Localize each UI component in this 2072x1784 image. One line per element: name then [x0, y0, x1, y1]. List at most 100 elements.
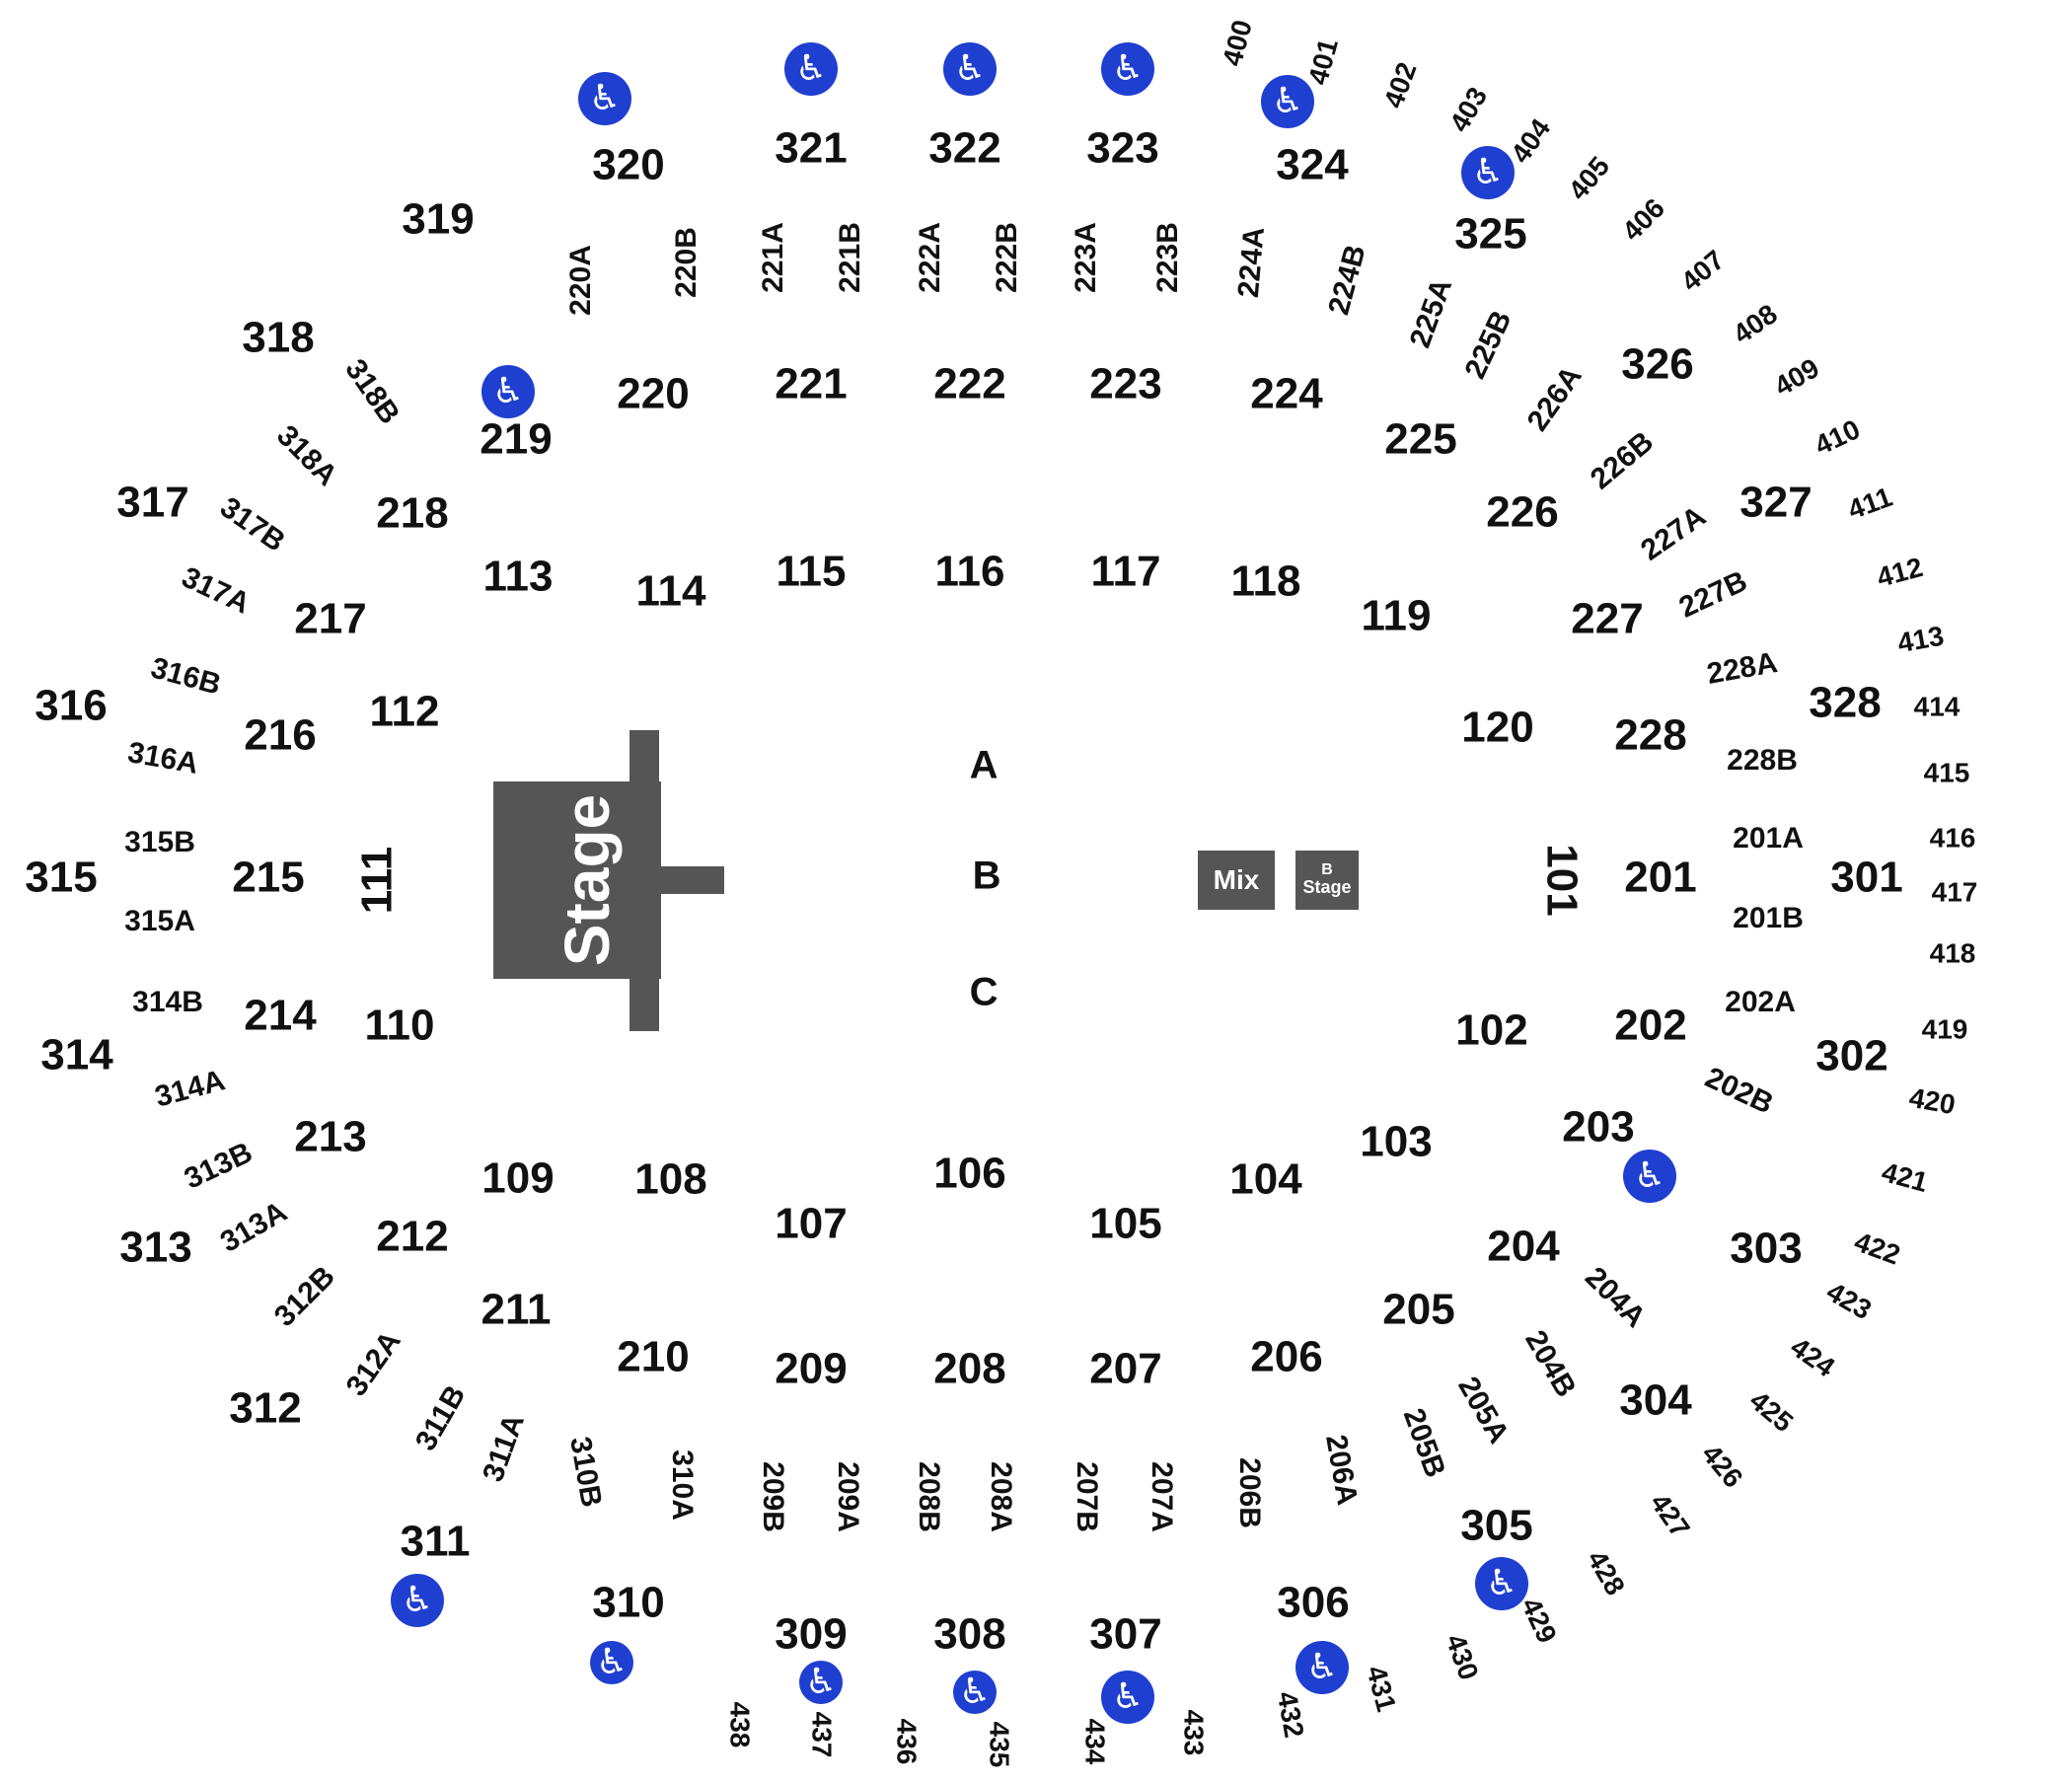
sub-section-201a[interactable]: 201A [1733, 822, 1804, 855]
section-407[interactable]: 407 [1675, 244, 1731, 297]
section-400[interactable]: 400 [1217, 17, 1258, 69]
section-406[interactable]: 406 [1616, 192, 1670, 247]
mix-position[interactable]: Mix [1198, 851, 1275, 910]
sub-section-226a[interactable]: 226A [1521, 360, 1589, 437]
section-110[interactable]: 110 [365, 1002, 435, 1050]
sub-section-316b[interactable]: 316B [148, 651, 225, 701]
section-303[interactable]: 303 [1730, 1225, 1802, 1273]
section-204[interactable]: 204 [1487, 1223, 1560, 1271]
section-436[interactable]: 436 [892, 1719, 923, 1765]
sub-section-221b[interactable]: 221B [834, 222, 866, 293]
section-306[interactable]: 306 [1277, 1579, 1349, 1627]
sub-section-227b[interactable]: 227B [1674, 564, 1752, 624]
section-304[interactable]: 304 [1619, 1376, 1692, 1425]
section-217[interactable]: 217 [294, 595, 366, 643]
sub-section-225a[interactable]: 225A [1404, 274, 1459, 352]
floor-row-c[interactable]: C [970, 971, 999, 1014]
section-430[interactable]: 430 [1440, 1630, 1484, 1684]
section-437[interactable]: 437 [807, 1712, 838, 1758]
sub-section-221a[interactable]: 221A [757, 222, 789, 293]
section-112[interactable]: 112 [370, 688, 440, 736]
section-225[interactable]: 225 [1384, 415, 1456, 464]
sub-section-315b[interactable]: 315B [124, 826, 195, 858]
section-222[interactable]: 222 [933, 360, 1005, 409]
section-425[interactable]: 425 [1743, 1384, 1799, 1438]
section-221[interactable]: 221 [775, 360, 847, 409]
section-102[interactable]: 102 [1455, 1006, 1527, 1055]
section-214[interactable]: 214 [244, 992, 317, 1040]
section-429[interactable]: 429 [1516, 1593, 1563, 1647]
sub-section-310a[interactable]: 310A [666, 1450, 699, 1521]
section-411[interactable]: 411 [1844, 482, 1896, 526]
section-109[interactable]: 109 [481, 1154, 554, 1203]
section-218[interactable]: 218 [376, 489, 448, 538]
section-310[interactable]: 310 [592, 1579, 664, 1627]
section-117[interactable]: 117 [1091, 548, 1161, 596]
section-431[interactable]: 431 [1361, 1663, 1402, 1715]
section-412[interactable]: 412 [1874, 552, 1926, 593]
section-118[interactable]: 118 [1231, 558, 1301, 606]
section-322[interactable]: 322 [928, 124, 1000, 173]
sub-section-316a[interactable]: 316A [125, 736, 200, 780]
stage[interactable]: Stage [493, 730, 724, 1031]
section-209[interactable]: 209 [775, 1345, 847, 1393]
sub-section-209a[interactable]: 209A [832, 1461, 864, 1532]
section-419[interactable]: 419 [1922, 1013, 1968, 1044]
section-414[interactable]: 414 [1914, 691, 1961, 721]
section-426[interactable]: 426 [1696, 1439, 1749, 1494]
sub-section-209b[interactable]: 209B [757, 1461, 789, 1532]
sub-section-204a[interactable]: 204A [1579, 1261, 1652, 1334]
sub-section-224a[interactable]: 224A [1232, 226, 1271, 299]
section-216[interactable]: 216 [244, 711, 316, 760]
section-224[interactable]: 224 [1250, 370, 1323, 418]
section-212[interactable]: 212 [376, 1213, 448, 1261]
section-432[interactable]: 432 [1272, 1689, 1310, 1740]
section-206[interactable]: 206 [1250, 1333, 1322, 1381]
section-116[interactable]: 116 [935, 548, 1005, 596]
sub-section-313b[interactable]: 313B [180, 1136, 258, 1195]
section-227[interactable]: 227 [1571, 595, 1643, 643]
section-435[interactable]: 435 [985, 1722, 1015, 1768]
section-106[interactable]: 106 [933, 1150, 1005, 1198]
sub-section-312a[interactable]: 312A [340, 1325, 407, 1402]
section-305[interactable]: 305 [1460, 1502, 1532, 1550]
sub-section-317b[interactable]: 317B [214, 491, 291, 558]
section-416[interactable]: 416 [1930, 822, 1976, 853]
section-320[interactable]: 320 [592, 141, 664, 189]
section-205[interactable]: 205 [1382, 1286, 1454, 1334]
sub-section-220b[interactable]: 220B [670, 227, 703, 298]
b-stage[interactable]: B Stage [1295, 851, 1359, 910]
section-423[interactable]: 423 [1821, 1276, 1877, 1325]
section-328[interactable]: 328 [1809, 679, 1881, 727]
section-403[interactable]: 403 [1443, 82, 1493, 137]
section-438[interactable]: 438 [725, 1702, 756, 1748]
section-410[interactable]: 410 [1810, 413, 1864, 461]
section-208[interactable]: 208 [933, 1345, 1005, 1393]
section-115[interactable]: 115 [777, 548, 847, 596]
section-326[interactable]: 326 [1621, 340, 1693, 389]
sub-section-208b[interactable]: 208B [913, 1461, 945, 1532]
sub-section-204b[interactable]: 204B [1518, 1325, 1582, 1403]
section-323[interactable]: 323 [1086, 124, 1158, 173]
section-421[interactable]: 421 [1879, 1156, 1931, 1198]
section-211[interactable]: 211 [481, 1286, 552, 1334]
floor-row-b[interactable]: B [973, 855, 1001, 898]
sub-section-317a[interactable]: 317A [177, 560, 255, 620]
sub-section-205a[interactable]: 205A [1451, 1372, 1515, 1450]
section-219[interactable]: 219 [480, 415, 552, 464]
section-113[interactable]: 113 [483, 553, 554, 601]
section-405[interactable]: 405 [1562, 151, 1615, 206]
sub-section-312b[interactable]: 312B [268, 1260, 341, 1333]
section-312[interactable]: 312 [229, 1384, 301, 1433]
section-321[interactable]: 321 [775, 124, 847, 173]
section-111[interactable]: 111 [353, 847, 402, 915]
sub-section-220a[interactable]: 220A [564, 245, 597, 316]
sub-section-318a[interactable]: 318A [270, 419, 343, 492]
section-413[interactable]: 413 [1895, 621, 1946, 659]
sub-section-207b[interactable]: 207B [1071, 1461, 1103, 1532]
sub-section-223a[interactable]: 223A [1070, 222, 1102, 293]
sub-section-223b[interactable]: 223B [1151, 222, 1184, 293]
section-420[interactable]: 420 [1907, 1082, 1958, 1121]
sub-section-315a[interactable]: 315A [124, 905, 195, 937]
sub-section-222b[interactable]: 222B [991, 222, 1023, 293]
